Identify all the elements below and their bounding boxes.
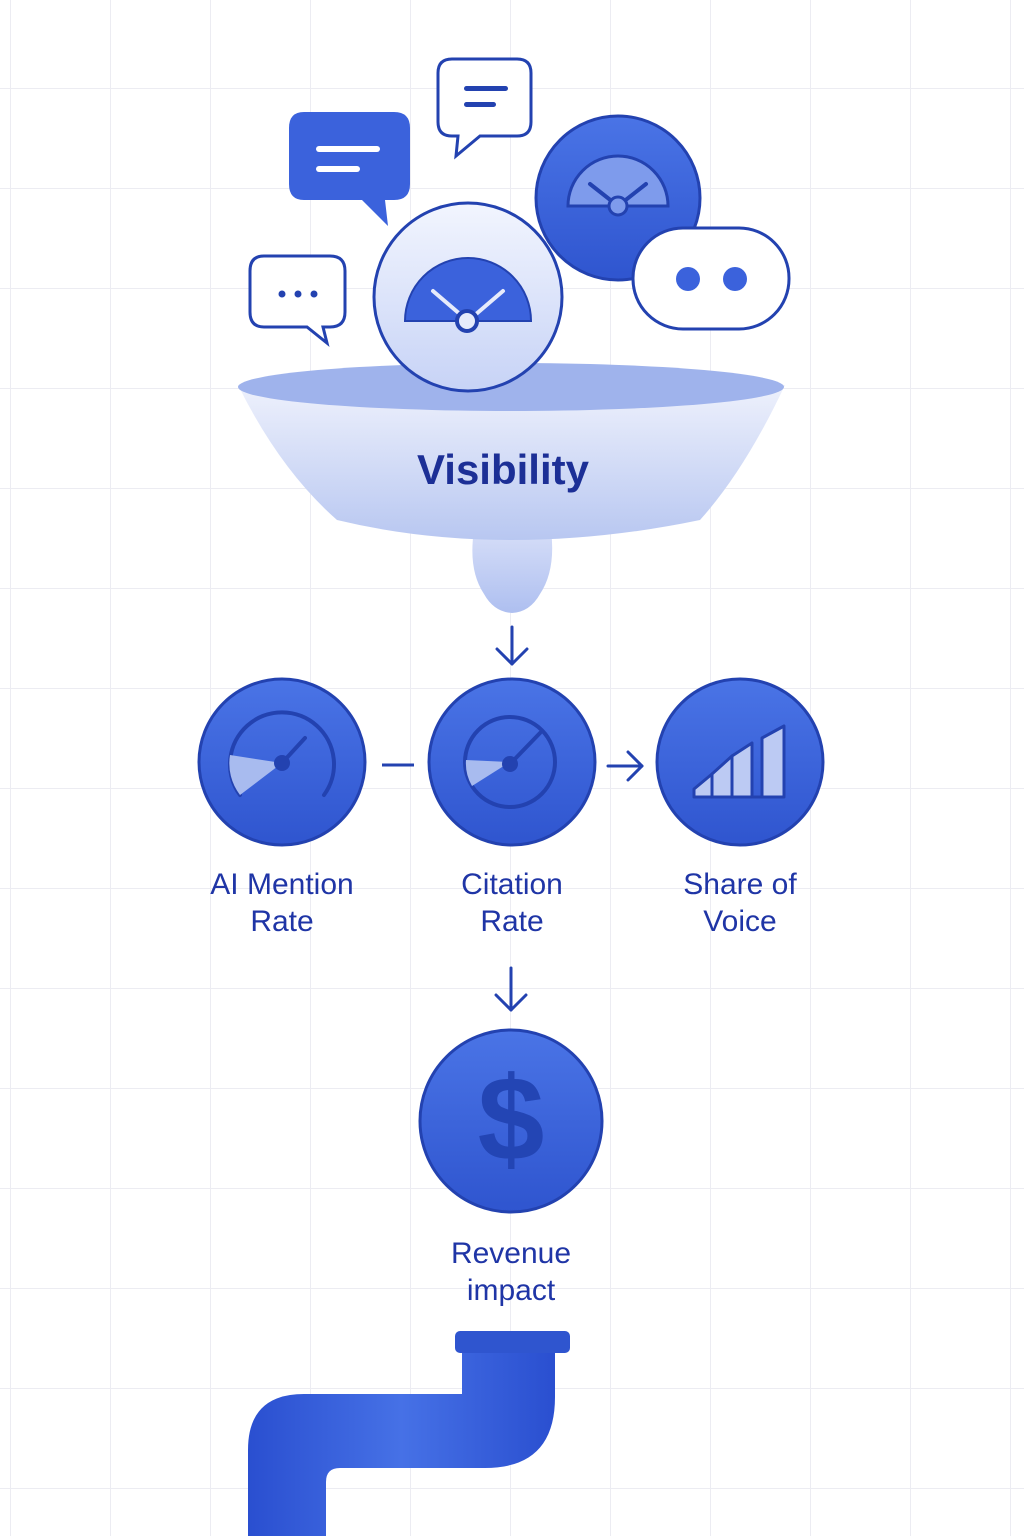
chat-bubble-outline-icon <box>436 57 533 160</box>
chat-bubble-icon <box>289 112 410 226</box>
arrow-right-icon <box>606 750 644 782</box>
metric-label-share-of-voice: Share of Voice <box>683 868 797 938</box>
svg-text:$: $ <box>478 1052 545 1186</box>
arrow-down-icon <box>494 966 528 1012</box>
share-of-voice-bar-chart-icon <box>655 677 825 847</box>
visibility-funnel <box>238 363 785 613</box>
citation-rate-gauge-icon <box>427 677 597 847</box>
funnel-title: Visibility <box>417 446 589 493</box>
dollar-icon: $ <box>418 1028 604 1214</box>
mention-rate-gauge-icon <box>197 677 367 847</box>
gauge-icon <box>372 201 564 393</box>
pipe-icon <box>248 1331 570 1536</box>
arrow-down-icon <box>495 625 529 666</box>
metric-label-citation-rate: Citation Rate <box>461 868 563 938</box>
dots-bubble-icon <box>631 226 791 331</box>
ellipsis-bubble-icon <box>248 254 347 347</box>
outcome-label-revenue-impact: Revenue impact <box>450 1237 572 1307</box>
metric-label-ai-mention-rate: AI Mention Rate <box>210 868 354 938</box>
